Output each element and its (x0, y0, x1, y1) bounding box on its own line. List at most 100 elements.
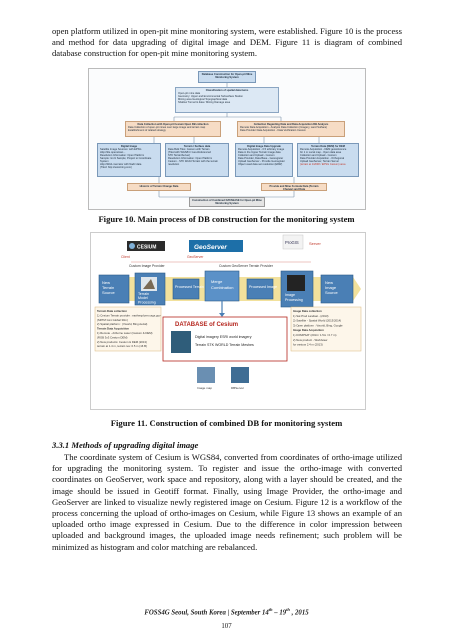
processed-terrain-label: Processed Terrain (175, 285, 204, 289)
t-ln-line: 2) Spatial platform : (Vworld, Bing Aeri… (97, 322, 147, 326)
custom-image-provider-label: Custom Image Provider (129, 264, 165, 268)
processed-image-label: Processed Image (249, 285, 277, 289)
fig10-digital-image-item: Sample: 1m/1 Sample; Project to Coordina… (100, 157, 152, 163)
fig10-object-upgrade-box: Digital Image Data Upgrade Remote Acquis… (235, 143, 293, 177)
fig10-terrain-title: Terrain / Surface data (183, 145, 211, 148)
fig10-digital-image-box: Digital Image Satellite Image Sources: w… (97, 143, 161, 177)
section-heading: 3.3.1 Methods of upgrading digital image (52, 440, 199, 450)
t-ln-line: (SRTM GL1 Global 30m) (97, 318, 128, 322)
fig10-terrain-item: Resolution Information: Open Platform (168, 157, 213, 160)
cesium-logo (127, 241, 165, 251)
t-nts-line: New (102, 280, 110, 285)
fig10-left-mid-box: Data Collection with Open-pit Cesium Ope… (125, 121, 221, 137)
t-ip-line: Processing (285, 298, 303, 302)
fig10-right-mid-item: Remote Data Acquisition - Analysis Data … (240, 126, 328, 129)
fig10-digital-image-item: Http://Web-mercator with Nadir data (100, 163, 142, 166)
fig10-dem-upgrade-box: Terrain Data (DEM) for DEM Remote Acquis… (297, 143, 359, 177)
geoserver-label: GeoServer (194, 244, 227, 251)
custom-terrain-provider-label: Custom GeoServer Terrain Provider (219, 264, 274, 268)
fig10-dem-upgrade-item: Remote Acquisition - DEM georeference (300, 148, 347, 151)
t-ln-line: Terrain Data Acquisition (97, 327, 129, 331)
t-tmp-line: Model (138, 296, 148, 300)
figure-10-caption: Figure 10. Main process of DB constructi… (98, 214, 355, 224)
footer-text-before: FOSS4G Seoul, South Korea | September 14 (144, 609, 269, 617)
t-nis-line: Source (325, 290, 338, 295)
fig10-terrain-item: STK TerrainServer) (168, 154, 191, 157)
fig10-object-upgrade-title: Digital Image Data Upgrade (247, 145, 281, 148)
fig10-left-mid-item: Establishment of related strategy (128, 129, 166, 132)
fig10-bottom-box: Construction of Combined DATABASE for Op… (189, 197, 265, 207)
t-tmp-line: Terrain (138, 292, 149, 296)
t-rn-line: for various 2.4 m (2013) (293, 343, 323, 347)
progis-label: ProGIS (285, 240, 299, 245)
footer-sup-2: th (286, 607, 290, 612)
fig10-dem-upgrade-item: Collection and Upload - Cesium (300, 154, 337, 157)
fig10-history-right-text: Provide and Mine Formula Data (Terrain C… (269, 185, 319, 191)
fig10-object-upgrade-item: Remote Acquisition - 0.5 arbitrary image (238, 148, 285, 151)
footer-text-after: , 2015 (289, 609, 309, 617)
fig10-digital-image-item: Resolution Information: Open Platform (100, 154, 145, 157)
fig10-object-upgrade-item: Data in the Upper Terrain Image data (238, 151, 281, 154)
fig10-history-left-text: Historic of Terrain Change Data (139, 185, 179, 188)
server-label: Server (309, 241, 321, 246)
fig10-object-upgrade-item: Upload GeoServer - Provide Georegister (238, 160, 285, 163)
left-notes-box (94, 306, 162, 352)
fig10-terrain-box: Terrain / Surface data Data Bulk Tiles: … (165, 143, 229, 177)
new-image-source-box (320, 274, 354, 304)
database-item-2: Terrain STK WORLD Terrain Meshes (195, 343, 254, 347)
dbserver-label: DBServer (231, 386, 244, 390)
image-map-icon (197, 367, 215, 383)
t-rn-line: 2) Satellite - Spatial World (2013/2014) (293, 319, 341, 323)
fig10-digital-image-item: (Tiled: http://www.bing.com) (100, 166, 132, 169)
t-ip-line: Image (285, 293, 295, 297)
fig10-class-item: Mining area Geological Topographical dat… (178, 98, 228, 101)
section-paragraph: The coordinate system of Cesium is WGS84… (52, 452, 402, 552)
fig10-class-item: Geometry: Upper and Environmental Subsur… (178, 95, 243, 98)
fig10-terrain-item: (Tiled with WGS84 / Geo-Referenced (168, 151, 211, 154)
fig10-terrain-item: Data Bulk Tiles: Cesium with Terrain (168, 148, 210, 151)
fig10-dem-upgrade-title: Terrain Data (DEM) for DEM (311, 145, 345, 148)
t-ln-line: (RGB 3x3 Cesium DEM) (97, 335, 128, 339)
fig10-right-mid-item: Data Provider Data Acquisition - Data Ve… (240, 129, 306, 132)
t-mc-line: Combination (211, 285, 233, 290)
fig10-object-upgrade-item: Data Provider, Data Base - Georegister (238, 157, 284, 160)
t-tmp-line: Processing (138, 300, 156, 304)
progis-logo (282, 234, 304, 250)
t-rn-line: Image Data Acquisition (293, 328, 324, 332)
fig10-history-left-box: Historic of Terrain Change Data (127, 183, 191, 191)
t-nts-line: Source (102, 290, 115, 295)
cesium-label: CESIUM (137, 245, 156, 251)
fig10-left-mid-title: Data Collection with Open-pit Cesium Ope… (137, 123, 209, 126)
t-nts-line: Terrain (102, 285, 114, 290)
dbserver-icon (231, 367, 249, 383)
fig10-dem-upgrade-item: for 1 m Local map - Open data area (300, 151, 342, 154)
t-ln-line: 2) New products: Cesium & DEM (2013) (97, 340, 147, 344)
fig10-left-mid-item: Data Collection of open-pit mines over l… (128, 126, 206, 129)
fig10-class-item: Open-pit mine data (178, 92, 201, 95)
footer-text-mid: – 19 (272, 609, 287, 617)
t-ln-line: 1) Remote - Airborne Laser (Cesium & DEM… (97, 331, 153, 335)
right-notes-box (290, 306, 362, 352)
t-nis-line: Image (325, 285, 337, 290)
fig10-class-item: Shallow Tunnel & data / Mining Damage ar… (178, 101, 231, 104)
t-rn-line: 1) KOMPSAT (2014 / 1.5m / 0.7 m) (293, 333, 336, 337)
t-ln-line: terrain at 1.4 m, terrain res: 0.5 m (16… (97, 344, 147, 348)
image-map-label: Image map (197, 386, 212, 390)
client-label: Client (121, 255, 130, 259)
new-terrain-source-box (98, 274, 130, 304)
fig10-digital-image-item: Http://tile.openstreet... (100, 151, 126, 154)
database-item-1: Digital imagery ESRI world imagery (195, 335, 252, 339)
t-rn-line: Image Data collection (293, 309, 322, 313)
database-title: DATABASE of Cesium (175, 322, 238, 328)
fig10-terrain-item: Cesium - STK World Terrain with the terr… (168, 160, 218, 166)
figure-11-diagram: CESIUM GeoServer ProGIS Server Client Ge… (94, 234, 362, 390)
t-mc-line: Merge (211, 279, 223, 284)
footer-sup-1: th (268, 607, 273, 612)
t-ln-line: Terrain Data collection (97, 309, 127, 313)
figure-11-caption: Figure 11. Construction of combined DB f… (110, 418, 343, 428)
